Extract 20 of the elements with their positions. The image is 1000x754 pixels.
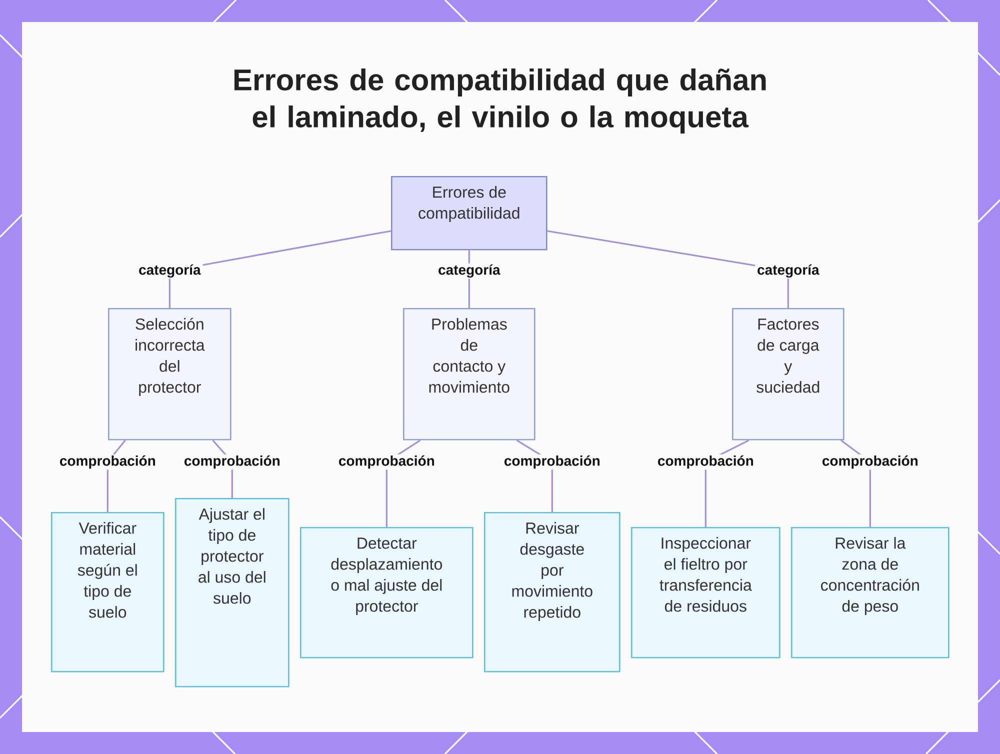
- edge-label: categoría: [755, 263, 822, 279]
- action-box: Revisar la zona de concentración de peso: [791, 527, 950, 658]
- title: Errores de compatibilidad que dañan el laminado, el vinilo o la moqueta: [234, 68, 766, 134]
- category-box: Selección incorrecta del protector: [108, 308, 232, 440]
- edge-label: comprobación: [336, 454, 437, 470]
- action-box: Verificar material según el tipo de suelo: [51, 512, 164, 672]
- edge-label: comprobación: [57, 454, 158, 470]
- action-box: Revisar desgaste por movimiento repetido: [484, 512, 620, 672]
- edge-label: comprobación: [820, 454, 920, 470]
- edge-label: categoría: [436, 263, 502, 279]
- action-box: Detectar desplazamiento o mal ajuste del protector: [300, 527, 474, 658]
- category-box: Factores de carga y suciedad: [732, 308, 844, 440]
- edge-label: comprobación: [502, 454, 602, 470]
- main-box: Errores de compatibilidad: [391, 176, 548, 250]
- action-box: Inspeccionar el fieltro por transferencia de residuos: [631, 527, 780, 658]
- action-box: Ajustar el tipo de protector al uso del suelo: [175, 498, 290, 688]
- edge-label: comprobación: [182, 454, 282, 470]
- category-box: Problemas de contacto y movimiento: [403, 308, 536, 440]
- edge-label: categoría: [136, 263, 203, 279]
- edge-label: comprobación: [655, 454, 756, 470]
